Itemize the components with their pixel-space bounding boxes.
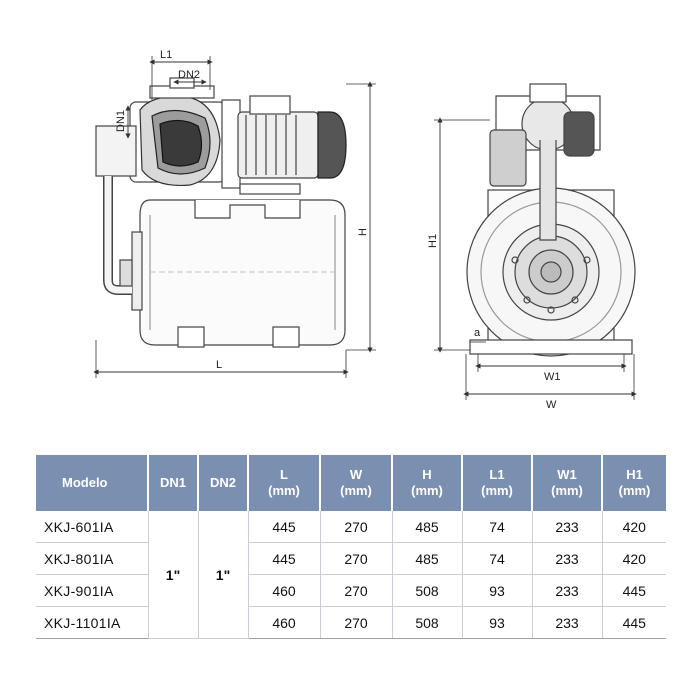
label-h: H (357, 228, 369, 236)
cell-l: 460 (247, 606, 320, 639)
label-l1: L1 (160, 49, 172, 61)
front-view (434, 83, 637, 400)
cell-h1: 445 (601, 574, 666, 607)
cell-w: 270 (319, 511, 392, 543)
pump-head (95, 77, 226, 187)
cell-model: XKJ-1101IA (36, 606, 148, 639)
header-dn2: DN2 (197, 455, 248, 511)
header-h: H(mm) (391, 455, 462, 511)
side-view (93, 56, 376, 378)
label-w1: W1 (544, 371, 561, 383)
cell-h: 485 (391, 511, 462, 543)
header-modelo: Modelo (36, 455, 148, 511)
cell-l: 460 (247, 574, 320, 607)
table-row: XKJ-1101IA 460 270 508 93 233 445 (36, 606, 666, 639)
header-l: L(mm) (247, 455, 320, 511)
motor (221, 95, 347, 195)
cell-l1: 74 (461, 511, 532, 543)
cell-l1: 93 (461, 574, 532, 607)
cell-l: 445 (247, 542, 320, 575)
table-row: XKJ-801IA 445 270 485 74 233 420 (36, 542, 666, 575)
header-h1: H1(mm) (601, 455, 666, 511)
cell-w1: 233 (531, 606, 602, 639)
label-dn1: DN1 (115, 110, 127, 132)
cell-w: 270 (319, 574, 392, 607)
header-dn1: DN1 (147, 455, 198, 511)
header-w1: W1(mm) (531, 455, 602, 511)
cell-model: XKJ-901IA (36, 574, 148, 607)
spec-table: Modelo DN1 DN2 L(mm) W(mm) H(mm) L1(mm) … (36, 455, 666, 639)
label-a: a (474, 327, 481, 339)
cell-h1: 420 (601, 511, 666, 543)
connecting-hose (103, 176, 133, 295)
cell-h1: 420 (601, 542, 666, 575)
cell-l1: 93 (461, 606, 532, 639)
label-w: W (546, 399, 557, 411)
label-h1: H1 (427, 234, 439, 248)
cell-h1: 445 (601, 606, 666, 639)
table-row: XKJ-901IA 460 270 508 93 233 445 (36, 574, 666, 607)
cell-h: 485 (391, 542, 462, 575)
cell-l: 445 (247, 511, 320, 543)
cell-w: 270 (319, 606, 392, 639)
cell-h: 508 (391, 606, 462, 639)
technical-drawing: L1 DN2 DN1 H L (93, 49, 637, 411)
label-dn2: DN2 (178, 69, 200, 81)
label-l: L (216, 359, 222, 371)
table-header-row: Modelo DN1 DN2 L(mm) W(mm) H(mm) L1(mm) … (36, 455, 666, 511)
cell-h: 508 (391, 574, 462, 607)
cell-w1: 233 (531, 542, 602, 575)
cell-model: XKJ-801IA (36, 542, 148, 575)
header-l1: L1(mm) (461, 455, 532, 511)
header-w: W(mm) (319, 455, 392, 511)
table-row: XKJ-601IA 1" 1" 445 270 485 74 233 420 (36, 511, 666, 639)
cell-w: 270 (319, 542, 392, 575)
pressure-tank (131, 199, 346, 348)
cell-dn1: 1" (147, 511, 198, 639)
cell-l1: 74 (461, 542, 532, 575)
cell-w1: 233 (531, 574, 602, 607)
cell-w1: 233 (531, 511, 602, 543)
pump-front-view (489, 83, 601, 241)
cell-dn2: 1" (197, 511, 248, 639)
cell-model: XKJ-601IA (36, 511, 148, 543)
